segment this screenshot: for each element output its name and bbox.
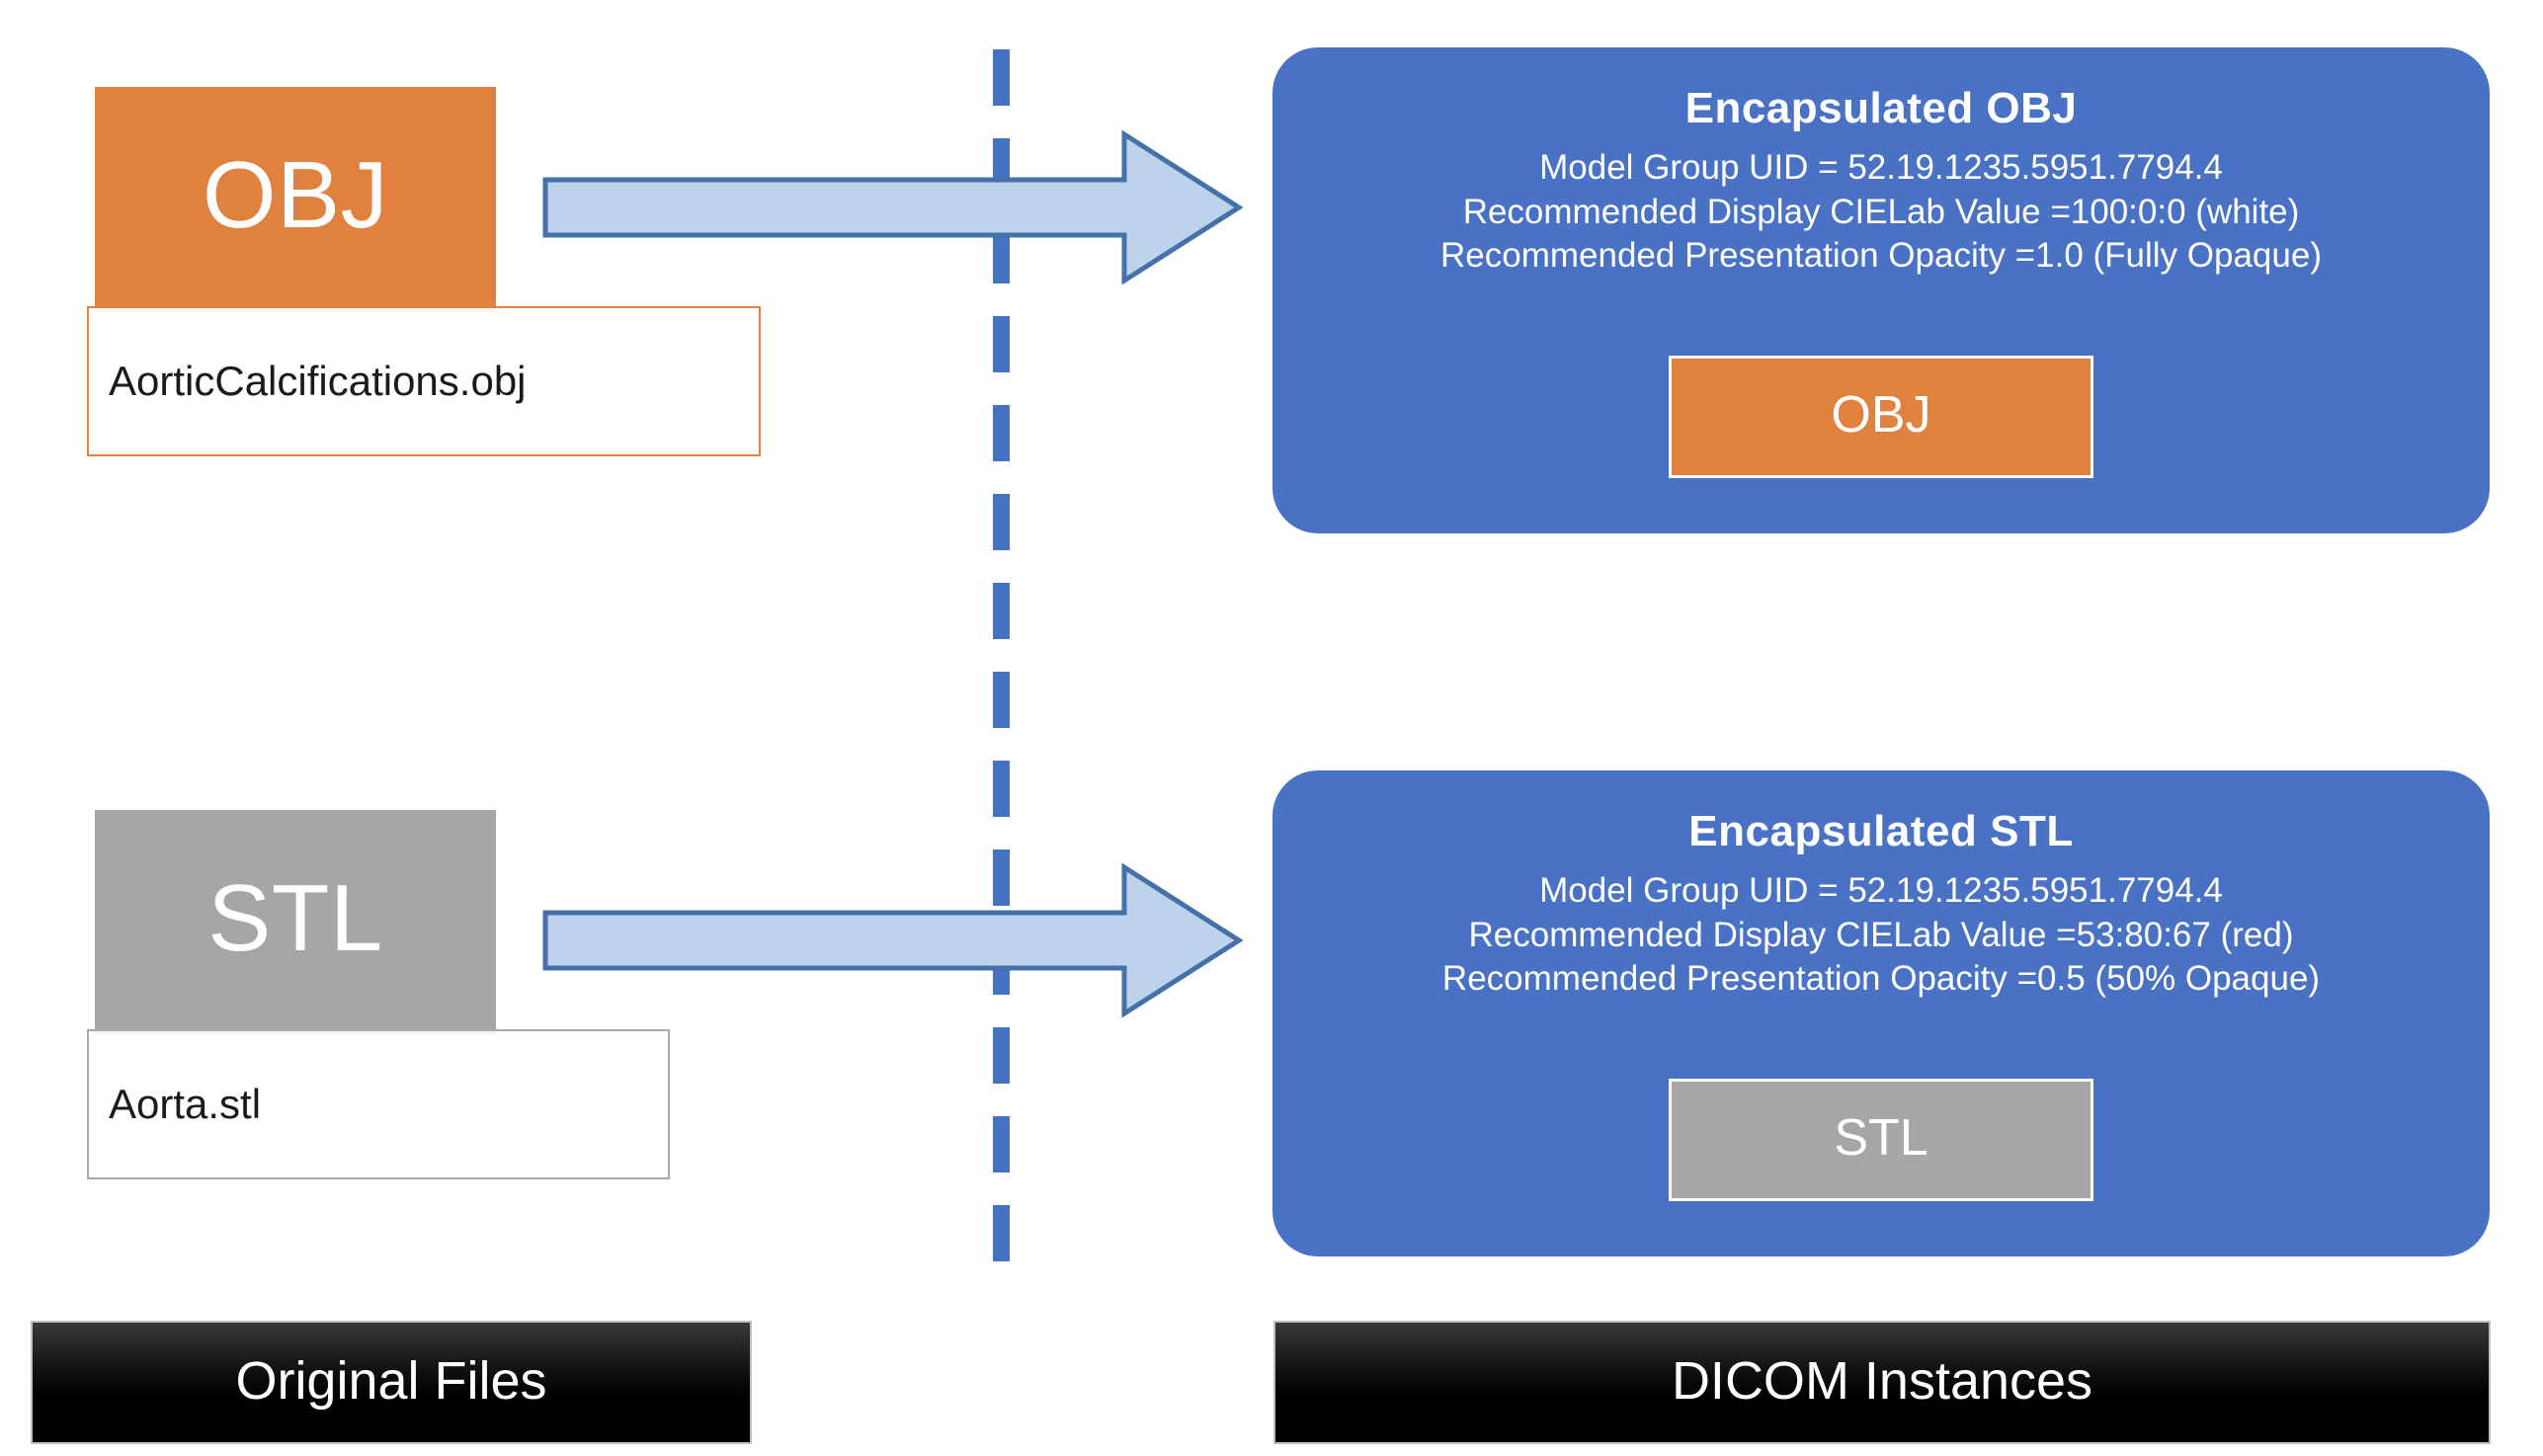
stl-encapsulated-chip: STL xyxy=(1669,1079,2093,1201)
stl-file-type-label: STL xyxy=(207,865,383,971)
obj-file-type-label: OBJ xyxy=(202,142,389,248)
encapsulated-obj-title: Encapsulated OBJ xyxy=(1684,84,2078,132)
obj-presentation-opacity-line: Recommended Presentation Opacity =1.0 (F… xyxy=(1440,236,2322,276)
obj-encapsulated-chip: OBJ xyxy=(1669,356,2093,478)
stl-cielab-value-line: Recommended Display CIELab Value =53:80:… xyxy=(1468,915,2294,954)
original-files-banner-label: Original Files xyxy=(235,1350,547,1411)
obj-file-type-block: OBJ xyxy=(95,87,496,312)
obj-model-group-uid-line: Model Group UID = 52.19.1235.5951.7794.4 xyxy=(1539,148,2223,188)
dicom-instances-banner-label: DICOM Instances xyxy=(1671,1350,2093,1411)
stl-chip-label: STL xyxy=(1834,1109,1928,1167)
encapsulated-stl-title: Encapsulated STL xyxy=(1688,807,2074,855)
obj-conversion-arrow-icon xyxy=(542,129,1243,285)
encapsulated-obj-attributes: Model Group UID = 52.19.1235.5951.7794.4… xyxy=(1272,146,2490,278)
stl-conversion-arrow-icon xyxy=(542,862,1243,1018)
encapsulated-stl-attributes: Model Group UID = 52.19.1235.5951.7794.4… xyxy=(1272,869,2490,1001)
dicom-instances-banner: DICOM Instances xyxy=(1273,1321,2491,1444)
obj-cielab-value-line: Recommended Display CIELab Value =100:0:… xyxy=(1462,192,2300,231)
original-files-banner: Original Files xyxy=(31,1321,752,1444)
stl-file-type-block: STL xyxy=(95,810,496,1035)
obj-filename-text: AorticCalcifications.obj xyxy=(109,358,527,404)
encapsulated-obj-card: Encapsulated OBJ Model Group UID = 52.19… xyxy=(1272,47,2490,533)
vertical-dashed-divider xyxy=(993,49,1010,1294)
stl-presentation-opacity-line: Recommended Presentation Opacity =0.5 (5… xyxy=(1441,959,2321,999)
obj-chip-label: OBJ xyxy=(1831,386,1931,444)
stl-model-group-uid-line: Model Group UID = 52.19.1235.5951.7794.4 xyxy=(1539,871,2223,911)
stl-filename-box: Aorta.stl xyxy=(87,1029,670,1179)
stl-filename-text: Aorta.stl xyxy=(109,1081,262,1127)
obj-filename-box: AorticCalcifications.obj xyxy=(87,306,761,456)
encapsulated-stl-card: Encapsulated STL Model Group UID = 52.19… xyxy=(1272,770,2490,1256)
